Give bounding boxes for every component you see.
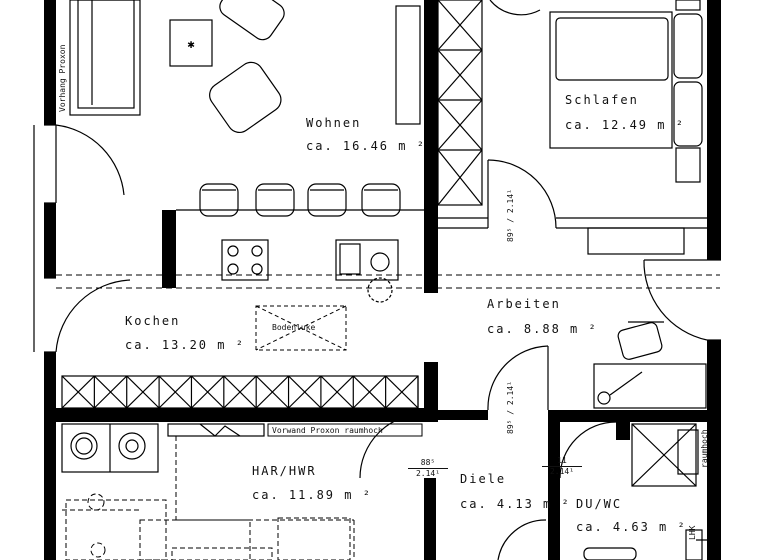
bodenluke — [255, 305, 347, 351]
sideboard — [395, 5, 421, 125]
cabinet-line — [191, 375, 225, 409]
door-diele-left-dim: 88⁵ 2.14¹ — [408, 458, 448, 479]
cabinet-line — [223, 375, 257, 409]
bed — [549, 0, 703, 183]
room-name-du-wc: DU/WC — [576, 497, 623, 511]
walls — [44, 0, 721, 560]
thin-walls — [33, 124, 721, 353]
door-diele-left-den: 2.14¹ — [415, 469, 441, 478]
room-name-schlafen: Schlafen — [565, 93, 639, 107]
room-area-du-wc: ca. 4.63 m ² — [576, 520, 687, 534]
door-lower-dim: 89⁵ / 2.14¹ — [506, 381, 515, 434]
room-name-kochen: Kochen — [125, 314, 181, 328]
room-area-har-hwr: ca. 11.89 m ² — [252, 488, 372, 502]
vorwand-label: Vorwand Proxon raumhoch — [272, 426, 383, 435]
cabinet-line — [352, 375, 387, 409]
hwr-dashed — [62, 436, 355, 560]
room-area-schlafen: ca. 12.49 m ² — [565, 118, 685, 132]
door-duwc-dim: 11 2.14¹ — [542, 456, 582, 477]
hwr-equipment — [61, 423, 265, 473]
lhk-label: LHK — [688, 525, 697, 540]
cabinet-line — [61, 375, 95, 409]
bodenluke-label: Bodenluke — [272, 323, 316, 332]
room-name-diele: Diele — [460, 472, 507, 486]
door-duwc-num: 11 — [542, 456, 582, 467]
room-name-wohnen: Wohnen — [306, 116, 362, 130]
door-upper-dim: 89⁵ / 2.14¹ — [506, 189, 515, 242]
cabinet-line — [255, 375, 289, 409]
coffee-table — [169, 19, 213, 67]
arbeiten-desk — [593, 321, 707, 409]
table-star: ✱ — [187, 37, 194, 51]
cabinet-line — [320, 375, 354, 409]
raumhoch-label: raumhoch — [700, 429, 709, 468]
kitchen-cabinets — [61, 375, 419, 409]
kitchen-counter — [221, 239, 399, 303]
room-name-har-hwr: HAR/HWR — [252, 464, 317, 478]
cabinet-line — [126, 375, 160, 409]
beam-lines — [56, 274, 720, 289]
desk-schlafen — [587, 227, 685, 255]
shower — [583, 423, 721, 560]
vorwand-box — [267, 423, 423, 437]
sofa — [69, 0, 141, 116]
door-duwc-den: 2.14¹ — [549, 467, 575, 476]
door-diele-left-num: 88⁵ — [408, 458, 448, 469]
cabinet-line — [158, 375, 192, 409]
room-area-kochen: ca. 13.20 m ² — [125, 338, 245, 352]
bar-stools — [199, 183, 401, 217]
room-area-diele: ca. 4.13 m ² — [460, 497, 571, 511]
room-area-wohnen: ca. 16.46 m ² — [306, 139, 426, 153]
room-name-arbeiten: Arbeiten — [487, 297, 561, 311]
cabinet-line — [93, 375, 128, 409]
doors — [55, 0, 708, 560]
room-area-arbeiten: ca. 8.88 m ² — [487, 322, 598, 336]
sofa-side-label: Vorhang Proxon — [58, 44, 67, 112]
cabinet-line — [288, 375, 322, 409]
wardrobe — [437, 0, 483, 206]
cabinet-line — [385, 375, 419, 409]
armchairs — [209, 0, 285, 134]
